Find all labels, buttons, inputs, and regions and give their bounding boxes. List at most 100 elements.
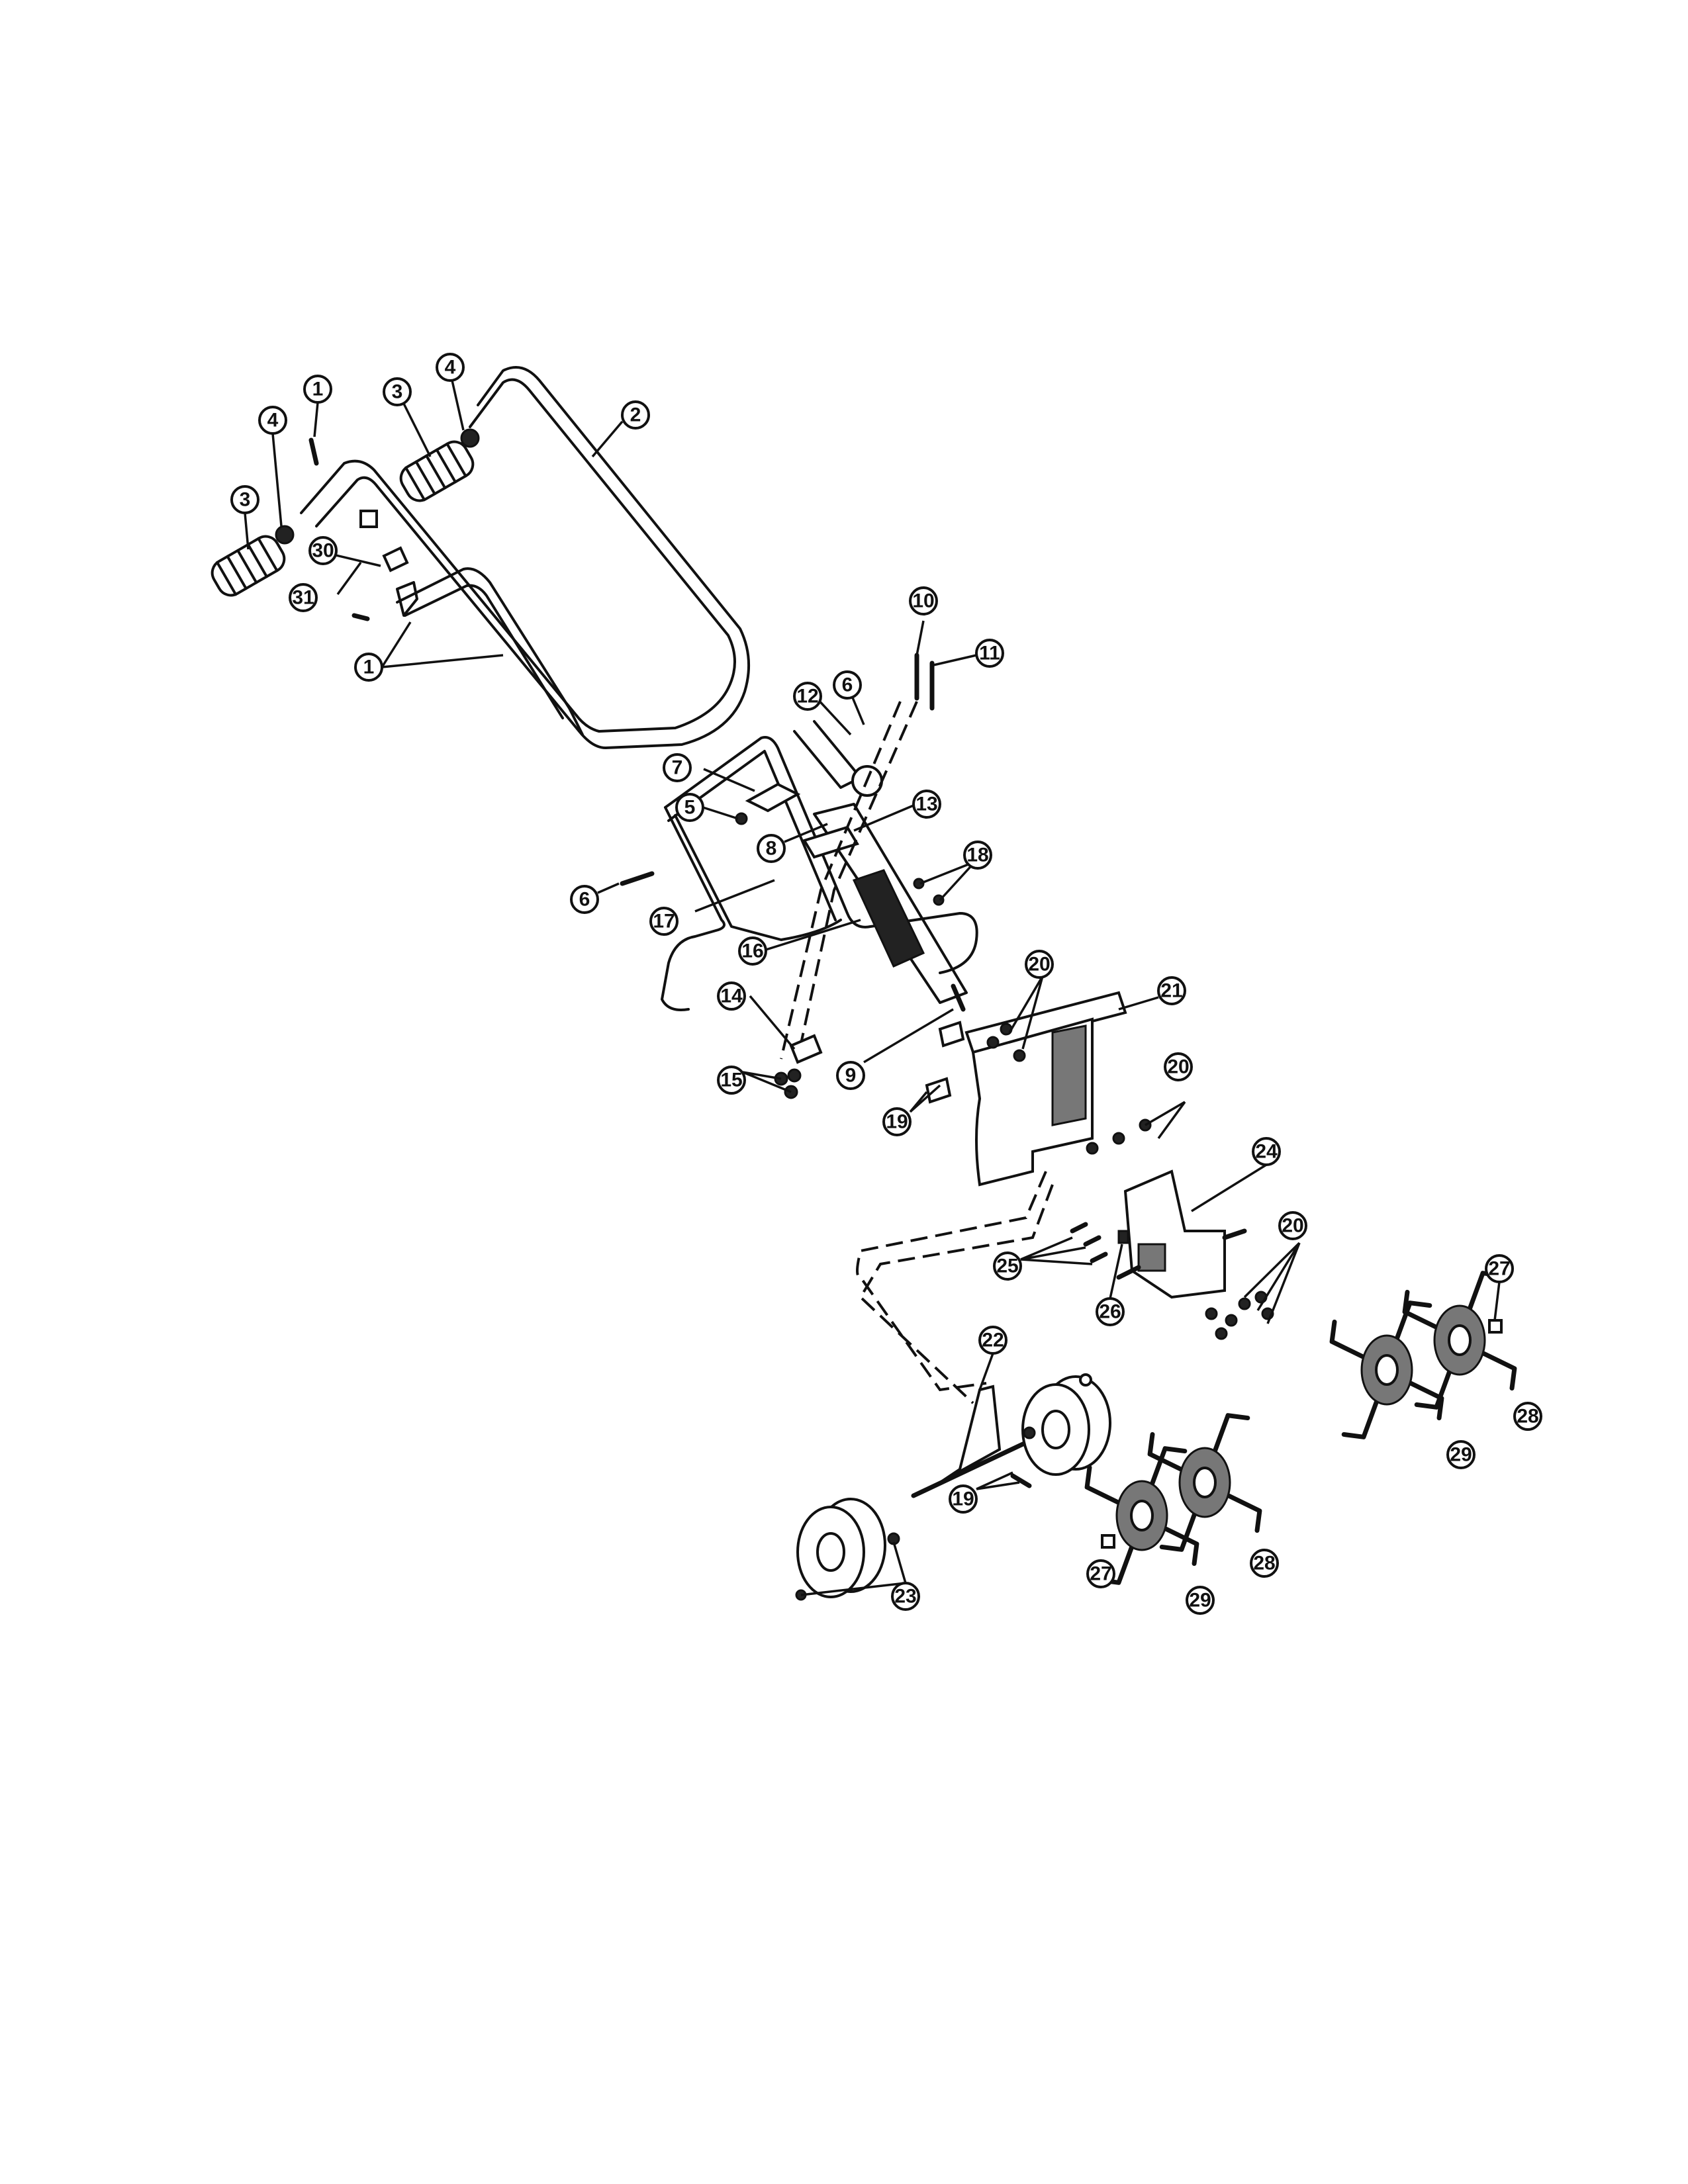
callout-2: 2 (621, 400, 650, 430)
svg-text:22: 22 (982, 1330, 1004, 1351)
callout-30: 30 (308, 536, 338, 565)
svg-text:24: 24 (1255, 1141, 1278, 1163)
callout-19-upper: 19 (882, 1107, 912, 1136)
nut-18a (913, 878, 925, 889)
tine-set (1084, 1271, 1517, 1585)
callout-13: 13 (912, 790, 941, 819)
grip-left (211, 535, 286, 597)
callout-26: 26 (1096, 1297, 1125, 1326)
callout-1-lower: 1 (354, 653, 383, 682)
transmission (1116, 1169, 1247, 1299)
assembly-line-2 (780, 701, 902, 1060)
wheel-front (796, 1498, 886, 1598)
callout-31: 31 (289, 583, 318, 612)
leader-lines (244, 380, 1501, 1596)
svg-text:21: 21 (1160, 980, 1182, 1002)
callout-7: 7 (663, 753, 692, 782)
svg-text:28: 28 (1517, 1406, 1538, 1428)
callout-6-top: 6 (833, 670, 862, 700)
upper-handle (300, 366, 751, 749)
cable-clip (359, 510, 378, 528)
svg-text:19: 19 (952, 1488, 974, 1510)
tine-29-right (1329, 1300, 1444, 1439)
washer-19 (1023, 1426, 1036, 1439)
assembly-line-1 (796, 701, 918, 1060)
pin-upper (308, 437, 319, 466)
svg-text:6: 6 (579, 889, 590, 911)
svg-text:31: 31 (292, 587, 314, 609)
control-lever (396, 581, 418, 617)
bracket-7 (745, 782, 801, 813)
bolt-19 (1010, 1473, 1032, 1488)
nut-27a (1488, 1319, 1503, 1334)
svg-text:12: 12 (796, 686, 818, 707)
callout-3-right: 3 (383, 377, 412, 406)
svg-text:27: 27 (1488, 1258, 1510, 1280)
callout-22: 22 (978, 1326, 1008, 1355)
grip-cap-left (275, 525, 295, 545)
callout-27-left: 27 (1086, 1559, 1115, 1588)
callout-19-lower: 19 (949, 1484, 978, 1514)
svg-text:29: 29 (1189, 1590, 1211, 1612)
assembly-line-4 (859, 1184, 1054, 1404)
grip-right (399, 440, 475, 502)
callout-28-left: 28 (1250, 1549, 1279, 1578)
callout-6-left: 6 (570, 885, 599, 914)
svg-text:26: 26 (1099, 1301, 1121, 1323)
nuts-20 (1205, 1291, 1274, 1340)
nut-27b (1101, 1534, 1115, 1549)
svg-text:3: 3 (392, 381, 403, 403)
callout-3-left: 3 (230, 485, 259, 514)
svg-text:7: 7 (672, 757, 683, 779)
callout-12: 12 (793, 682, 822, 711)
svg-text:13: 13 (915, 794, 937, 815)
assembly-line-3 (856, 1171, 1047, 1392)
plug-26 (1117, 1230, 1129, 1244)
svg-text:6: 6 (842, 674, 853, 696)
tine-shield (964, 991, 1127, 1187)
svg-text:18: 18 (966, 844, 988, 866)
svg-text:16: 16 (741, 940, 763, 962)
bolt-6 (620, 871, 655, 886)
tine-29-left (1084, 1446, 1199, 1585)
bar-12 (793, 720, 862, 789)
control-bar (396, 567, 584, 736)
callout-11: 11 (975, 639, 1004, 668)
svg-text:17: 17 (653, 911, 675, 933)
svg-text:4: 4 (267, 410, 279, 432)
bracket-13 (802, 825, 860, 859)
callout-16: 16 (738, 936, 767, 966)
washer-23c (1079, 1373, 1092, 1387)
svg-text:2: 2 (630, 404, 641, 426)
svg-text:8: 8 (766, 838, 777, 860)
callout-4-left: 4 (258, 406, 287, 435)
callout-18: 18 (963, 841, 992, 870)
svg-text:23: 23 (894, 1586, 916, 1608)
grip-cap-right (460, 428, 480, 448)
callout-10: 10 (909, 586, 938, 615)
svg-text:3: 3 (240, 489, 251, 511)
callout-17: 17 (649, 907, 679, 936)
callout-21: 21 (1157, 976, 1186, 1005)
callout-15: 15 (717, 1066, 746, 1095)
callout-28-right: 28 (1513, 1402, 1542, 1431)
bracket-19a (938, 1021, 965, 1048)
callout-4-right: 4 (436, 353, 465, 382)
svg-text:10: 10 (912, 590, 934, 612)
svg-text:11: 11 (979, 643, 1000, 664)
pin-lower (352, 613, 370, 621)
callout-29-left: 29 (1186, 1586, 1215, 1615)
callout-9: 9 (836, 1061, 865, 1090)
svg-text:9: 9 (845, 1065, 857, 1087)
callout-25: 25 (993, 1251, 1022, 1281)
svg-text:20: 20 (1282, 1215, 1303, 1237)
wheel-bracket (911, 1385, 1035, 1498)
callout-5: 5 (675, 793, 704, 822)
bracket-19b (925, 1077, 952, 1104)
throttle-control (382, 546, 409, 572)
svg-text:27: 27 (1090, 1563, 1111, 1585)
callout-20-top: 20 (1025, 950, 1054, 979)
callout-20-right: 20 (1278, 1211, 1307, 1240)
svg-text:15: 15 (720, 1069, 742, 1091)
center-tube (813, 803, 968, 1012)
